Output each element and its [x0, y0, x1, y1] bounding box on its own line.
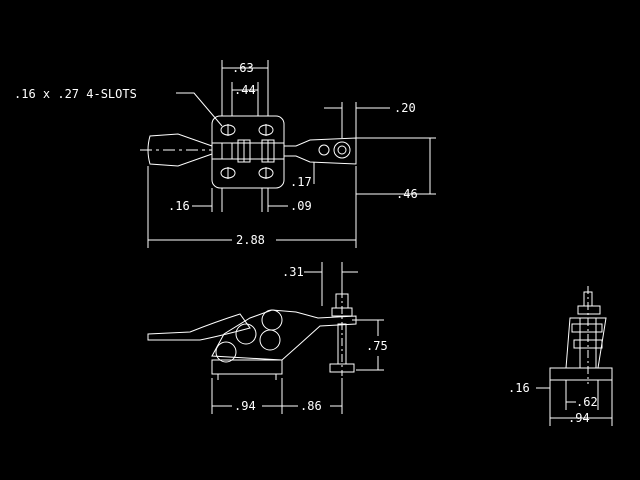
top-clamp-arm: [283, 137, 357, 165]
dim-094-side-label: .94: [234, 399, 256, 413]
end-view: .16 .62 .94: [508, 286, 613, 426]
top-view: .63 .44 .16 x .27 4-SLOTS .20 .46 .17 .1…: [14, 60, 436, 248]
dim-016-end-label: .16: [508, 381, 530, 395]
side-handle: [147, 313, 251, 341]
end-base: [549, 367, 613, 381]
side-base: [211, 359, 283, 375]
dim-044-label: .44: [234, 83, 256, 97]
dim-020-label: .20: [394, 101, 416, 115]
side-link-body: [211, 309, 357, 361]
dim-046-label: .46: [396, 187, 418, 201]
slot-callout-label: .16 x .27 4-SLOTS: [14, 87, 137, 101]
top-handle: [147, 133, 213, 167]
dim-075-label: .75: [366, 339, 388, 353]
top-spindle-bolt: [333, 141, 351, 159]
side-view: .31 .75 .94 .86: [147, 262, 388, 414]
dim-031-label: .31: [282, 265, 304, 279]
side-pivot-1: [215, 341, 237, 363]
dim-094-end-label: .94: [568, 411, 590, 425]
dim-062-label: .62: [576, 395, 598, 409]
dim-009-label: .09: [290, 199, 312, 213]
side-pivot-3: [259, 329, 281, 351]
side-pivot-2: [235, 323, 257, 345]
top-linkage: [211, 142, 285, 160]
dim-288-label: 2.88: [236, 233, 265, 247]
end-body: [565, 317, 607, 369]
dim-016-top-label: .16: [168, 199, 190, 213]
slot-callout-leader: [176, 92, 223, 127]
side-pivot-4: [261, 309, 283, 331]
dim-017-label: .17: [290, 175, 312, 189]
dim-086-label: .86: [300, 399, 322, 413]
dim-063-label: .63: [232, 61, 254, 75]
